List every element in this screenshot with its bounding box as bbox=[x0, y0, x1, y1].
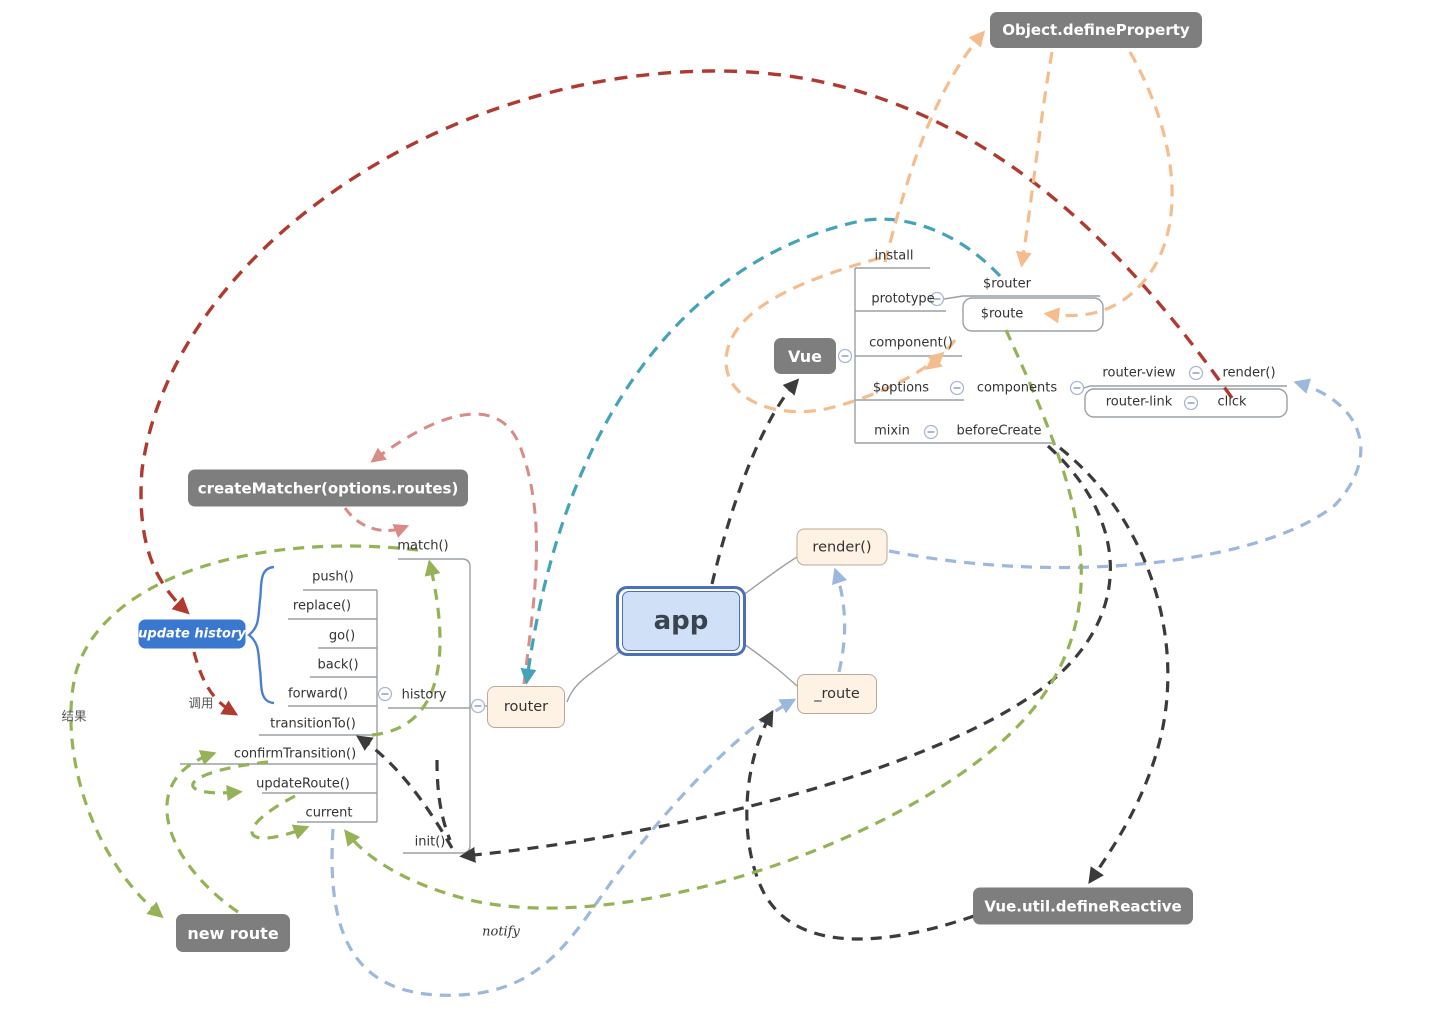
edge-beforecreate-to-definereactive bbox=[1058, 446, 1170, 884]
node-route-prop[interactable]: $route bbox=[980, 306, 1024, 322]
node-object-defineproperty[interactable]: Object.defineProperty bbox=[990, 12, 1202, 48]
label-notify: notify bbox=[482, 924, 520, 940]
edge-defineproperty-to-routerprop bbox=[1015, 51, 1054, 268]
node-render[interactable]: render() bbox=[796, 528, 888, 566]
edge-update-history-call-transitionto bbox=[192, 651, 239, 716]
node-new-route[interactable]: new route bbox=[176, 914, 290, 952]
node-update-history[interactable]: update history bbox=[138, 619, 246, 649]
app-to-route-line bbox=[743, 643, 798, 687]
node-beforecreate[interactable]: beforeCreate bbox=[956, 423, 1042, 439]
node-history[interactable]: history bbox=[401, 687, 447, 703]
label-call: 调用 bbox=[188, 695, 214, 711]
node-router-prop[interactable]: $router bbox=[983, 276, 1031, 292]
edge-definereactive-to-route bbox=[745, 709, 975, 941]
edge-creatematcher-to-match bbox=[343, 507, 410, 538]
node-push[interactable]: push() bbox=[312, 569, 354, 585]
node-replace[interactable]: replace() bbox=[292, 598, 352, 614]
node-app[interactable]: app bbox=[616, 586, 746, 656]
node-options[interactable]: $options bbox=[872, 380, 930, 396]
edge-init-stub bbox=[435, 759, 452, 841]
node-define-reactive[interactable]: Vue.util.defineReactive bbox=[973, 887, 1193, 925]
router-view-underline bbox=[1083, 385, 1287, 389]
route-prop-group bbox=[962, 297, 1104, 332]
app-label: app bbox=[622, 591, 740, 651]
router-bracket bbox=[398, 558, 471, 854]
edge-match-result-to-newroute bbox=[69, 544, 419, 919]
node-vue[interactable]: Vue bbox=[774, 338, 836, 374]
node-route-var[interactable]: _route bbox=[797, 674, 877, 714]
edge-transitionto-to-match bbox=[371, 559, 442, 737]
edge-newroute-to-confirmtransition bbox=[165, 750, 239, 914]
node-router[interactable]: router bbox=[487, 686, 565, 728]
edge-routerprop-to-router bbox=[520, 217, 1002, 685]
node-creatematcher[interactable]: createMatcher(options.routes) bbox=[188, 469, 468, 507]
edge-defineproperty-to-routeprop bbox=[1043, 51, 1174, 324]
edge-route-to-render bbox=[831, 567, 848, 673]
node-back[interactable]: back() bbox=[317, 657, 359, 673]
edge-current-notify-route bbox=[330, 698, 797, 997]
node-init[interactable]: init() bbox=[414, 834, 446, 850]
edge-app-to-vue bbox=[710, 378, 800, 585]
edge-updateroute-to-current bbox=[250, 794, 310, 840]
edge-router-to-creatematcher bbox=[370, 412, 538, 685]
node-current[interactable]: current bbox=[305, 805, 353, 821]
app-to-router-link-line bbox=[566, 649, 623, 703]
edge-beforecreate-to-init bbox=[459, 444, 1112, 863]
node-go[interactable]: go() bbox=[328, 628, 356, 644]
node-mixin[interactable]: mixin bbox=[874, 423, 910, 439]
node-confirmtransition[interactable]: confirmTransition() bbox=[233, 746, 357, 762]
node-forward[interactable]: forward() bbox=[288, 686, 348, 702]
node-components[interactable]: components bbox=[976, 380, 1058, 396]
router-prop-underline bbox=[943, 295, 1100, 300]
edge-install-to-defineproperty bbox=[883, 30, 986, 263]
collapse-icons[interactable] bbox=[377, 291, 1204, 714]
edge-component-to-options bbox=[925, 339, 957, 370]
edge-render-to-update-history bbox=[139, 69, 1234, 615]
edge-confirmtransition-to-updateroute bbox=[191, 760, 269, 801]
node-router-view[interactable]: router-view bbox=[1102, 365, 1176, 381]
node-prototype[interactable]: prototype bbox=[871, 291, 935, 307]
edge-routeprop-to-current bbox=[344, 329, 1083, 910]
router-link-group bbox=[1084, 388, 1288, 418]
edge-render-to-routerview-render bbox=[888, 378, 1363, 570]
node-component[interactable]: component() bbox=[869, 335, 953, 351]
history-methods-brace bbox=[247, 565, 275, 705]
label-result: 结果 bbox=[61, 708, 87, 724]
node-install[interactable]: install bbox=[874, 248, 914, 264]
edge-vue-loop-to-component bbox=[724, 256, 945, 414]
app-to-render-line bbox=[741, 556, 798, 597]
tree-connectors bbox=[180, 267, 1288, 854]
node-click[interactable]: click bbox=[1217, 394, 1247, 410]
node-transitionto[interactable]: transitionTo() bbox=[270, 716, 356, 732]
node-updateroute[interactable]: updateRoute() bbox=[256, 776, 350, 792]
node-router-link[interactable]: router-link bbox=[1105, 394, 1173, 410]
node-routerview-render[interactable]: render() bbox=[1222, 365, 1276, 381]
node-match[interactable]: match() bbox=[397, 538, 449, 554]
